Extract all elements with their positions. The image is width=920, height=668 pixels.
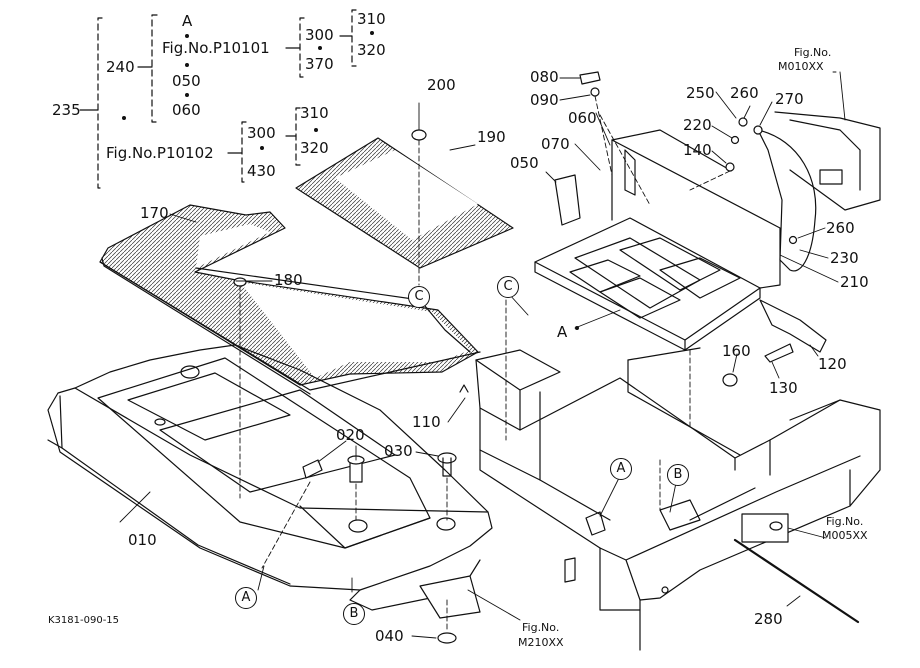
rod-280 [733, 538, 860, 624]
deck-frame [534, 129, 781, 351]
part-label-300-a: 300 [305, 26, 334, 44]
part-label-220: 220 [683, 116, 712, 134]
figref-p10101: Fig.No.P10101 [162, 39, 270, 57]
part-label-050: 050 [510, 154, 539, 172]
part-label-300-b: 300 [247, 124, 276, 142]
part-label-190: 190 [477, 128, 506, 146]
circled-ref-c-left: C [408, 286, 430, 308]
circled-ref-b-right: B [667, 464, 689, 486]
part-label-130: 130 [769, 379, 798, 397]
part-label-320-a: 320 [357, 41, 386, 59]
tree-dot [370, 31, 374, 35]
part-label-310-b: 310 [300, 104, 329, 122]
document-code: K3181-090-15 [48, 615, 120, 626]
tree-dot [185, 63, 189, 67]
part-label-235: 235 [52, 101, 81, 119]
assembly-guide-lines [239, 95, 731, 631]
figref-m005-line2: M005XX [822, 529, 868, 542]
circled-ref-a-bottom: A [235, 587, 257, 609]
circled-ref-c-right: C [497, 276, 519, 298]
part-label-090: 090 [530, 91, 559, 109]
tree-dot [185, 93, 189, 97]
ref-dot [575, 326, 579, 330]
floor-plate-010 [47, 344, 493, 611]
part-label-320-b: 320 [300, 139, 329, 157]
part-label-030: 030 [384, 442, 413, 460]
part-label-010: 010 [128, 531, 157, 549]
figref-m210-line1: Fig.No. [522, 621, 560, 634]
part-label-310-a: 310 [357, 10, 386, 28]
leader-lines [119, 71, 846, 639]
part-label-280: 280 [754, 610, 783, 628]
main-frame [419, 347, 881, 651]
figref-m010-line2: M010XX [778, 60, 824, 73]
tree-dot [318, 46, 322, 50]
part-label-020: 020 [336, 426, 365, 444]
ref-label-a-mid: A [557, 323, 568, 341]
floor-mat-170 [99, 204, 481, 395]
figref-m010-line1: Fig.No. [794, 46, 832, 59]
ref-label-a-top: A [182, 12, 193, 30]
part-label-160: 160 [722, 342, 751, 360]
part-label-170: 170 [140, 204, 169, 222]
part-label-140: 140 [683, 141, 712, 159]
circled-ref-b-bottom: B [343, 603, 365, 625]
floor-mat-190 [295, 137, 514, 269]
part-label-270: 270 [775, 90, 804, 108]
part-label-050-top: 050 [172, 72, 201, 90]
tree-dot [314, 128, 318, 132]
figref-m210-line2: M210XX [518, 636, 564, 649]
part-label-070: 070 [541, 135, 570, 153]
part-label-110: 110 [412, 413, 441, 431]
part-label-060: 060 [568, 109, 597, 127]
part-label-120: 120 [818, 355, 847, 373]
part-label-040: 040 [375, 627, 404, 645]
tree-dot [122, 116, 126, 120]
part-label-210: 210 [840, 273, 869, 291]
part-label-180: 180 [274, 271, 303, 289]
part-label-240: 240 [106, 58, 135, 76]
part-label-430: 430 [247, 162, 276, 180]
figref-p10102: Fig.No.P10102 [106, 144, 214, 162]
part-label-370: 370 [305, 55, 334, 73]
circled-ref-a-right: A [610, 458, 632, 480]
figref-m005-line1: Fig.No. [826, 515, 864, 528]
part-label-230: 230 [830, 249, 859, 267]
side-cover [757, 111, 881, 353]
part-label-060-top: 060 [172, 101, 201, 119]
part-label-080: 080 [530, 68, 559, 86]
tree-dot [260, 146, 264, 150]
tree-dot [185, 34, 189, 38]
small-hardware [233, 71, 798, 644]
part-label-260-a: 260 [730, 84, 759, 102]
part-label-200: 200 [427, 76, 456, 94]
part-label-260-b: 260 [826, 219, 855, 237]
part-label-250: 250 [686, 84, 715, 102]
parts-tree-brackets [79, 9, 357, 189]
